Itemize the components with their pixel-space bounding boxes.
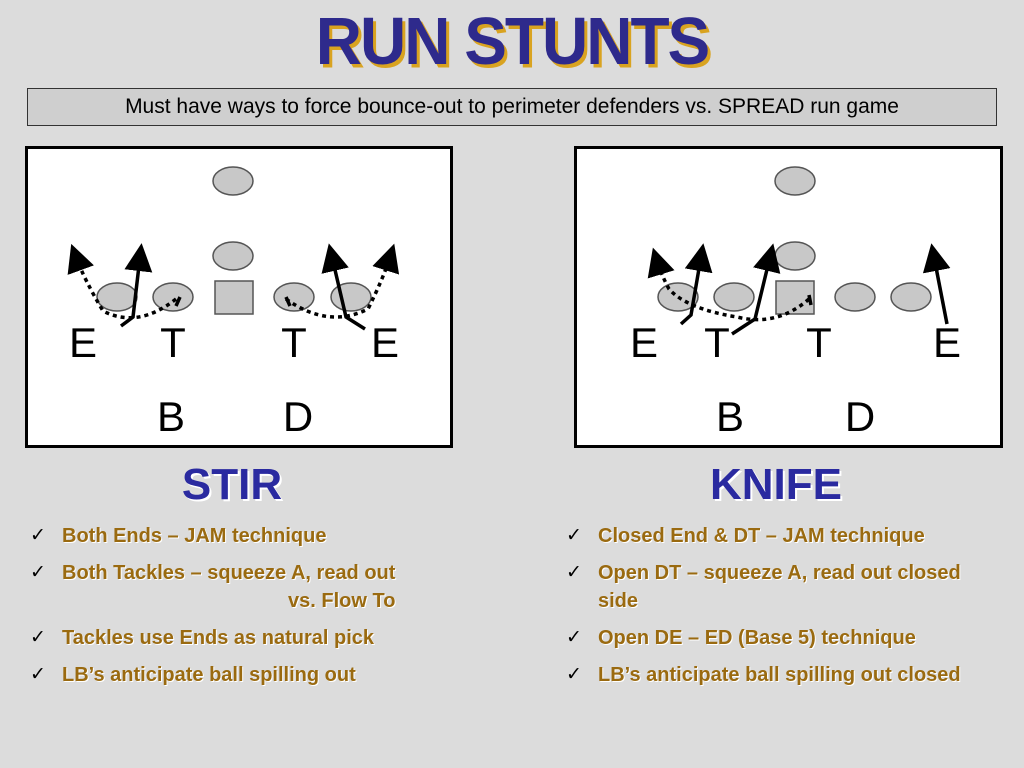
bullet-text: Tackles use Ends as natural pick [62, 627, 374, 649]
defender-marker [273, 282, 315, 312]
center-square [214, 280, 254, 315]
stir-bullet-list: ✓ Both Ends – JAM technique ✓ Both Tackles… [26, 522, 496, 698]
check-icon: ✓ [566, 562, 582, 583]
defender-marker [330, 282, 372, 312]
label-linebacker-b: B [715, 393, 745, 440]
stir-diagram-panel: E T T E B D [25, 146, 453, 448]
bullet-text: Open DE – ED (Base 5) technique [598, 627, 916, 649]
jam-arrow [731, 243, 781, 336]
check-icon: ✓ [30, 525, 46, 546]
knife-bullet-list: ✓ Closed End & DT – JAM technique ✓ Open D… [562, 522, 992, 698]
label-tackle-left: T [704, 319, 730, 366]
bullet-text: LB’s anticipate ball spilling out [62, 664, 356, 686]
bullet-text-continued: vs. Flow To [288, 590, 396, 612]
stunt-arrow [284, 243, 400, 319]
list-item: ✓ Open DE – ED (Base 5) technique [562, 624, 992, 652]
list-item: ✓ LB’s anticipate ball spilling out [26, 661, 496, 689]
label-linebacker-b: B [156, 393, 186, 440]
label-end-left: E [629, 319, 659, 366]
list-item: ✓ Open DT – squeeze A, read out closed si… [562, 559, 978, 615]
check-icon: ✓ [566, 664, 582, 685]
tackle-step [284, 296, 292, 307]
knife-diagram [647, 166, 951, 336]
bullet-text: Open DT – squeeze A, read out closed sid… [598, 562, 961, 612]
jam-arrow [321, 243, 366, 331]
check-icon: ✓ [30, 664, 46, 685]
defender-marker [152, 282, 194, 312]
label-linebacker-d: D [282, 393, 314, 440]
defender-marker [713, 282, 755, 312]
open-end-arrow [922, 243, 951, 325]
offense-player-marker [774, 241, 816, 271]
offense-player-marker [774, 166, 816, 196]
stir-diagram [67, 166, 400, 331]
stunt-arrow [67, 243, 178, 320]
tackle-step [807, 294, 813, 306]
label-tackle-right: T [281, 319, 307, 366]
list-item: ✓ LB’s anticipate ball spilling out close… [562, 661, 998, 689]
check-icon: ✓ [566, 525, 582, 546]
label-tackle-right: T [806, 319, 832, 366]
page-title: RUN STUNTS [315, 3, 710, 79]
label-end-right: E [932, 319, 962, 366]
jam-arrow [679, 243, 713, 326]
label-linebacker-d: D [844, 393, 876, 440]
offense-player-marker [212, 166, 254, 196]
stir-heading: STIR [181, 460, 283, 509]
knife-diagram-panel: E T T E B D [574, 146, 1003, 448]
tackle-step [174, 296, 182, 307]
subtitle-banner: Must have ways to force bounce-out to pe… [27, 88, 997, 126]
label-tackle-left: T [160, 319, 186, 366]
label-end-left: E [68, 319, 98, 366]
bullet-text: Both Tackles – squeeze A, read out [62, 562, 396, 584]
check-icon: ✓ [30, 562, 46, 583]
label-end-right: E [370, 319, 400, 366]
check-icon: ✓ [566, 627, 582, 648]
jam-arrow [119, 243, 153, 328]
check-icon: ✓ [30, 627, 46, 648]
list-item: ✓ Both Ends – JAM technique [26, 522, 496, 550]
list-item: ✓ Tackles use Ends as natural pick [26, 624, 496, 652]
offense-player-marker [212, 241, 254, 271]
bullet-text: Both Ends – JAM technique [62, 525, 327, 547]
defender-marker [890, 282, 932, 312]
list-item: ✓ Both Tackles – squeeze A, read out vs. F… [26, 559, 496, 615]
list-item: ✓ Closed End & DT – JAM technique [562, 522, 928, 550]
bullet-text: LB’s anticipate ball spilling out closed [598, 664, 961, 686]
defender-marker [96, 282, 138, 312]
bullet-text: Closed End & DT – JAM technique [598, 525, 925, 547]
knife-heading: KNIFE [710, 460, 842, 509]
defender-marker [834, 282, 876, 312]
